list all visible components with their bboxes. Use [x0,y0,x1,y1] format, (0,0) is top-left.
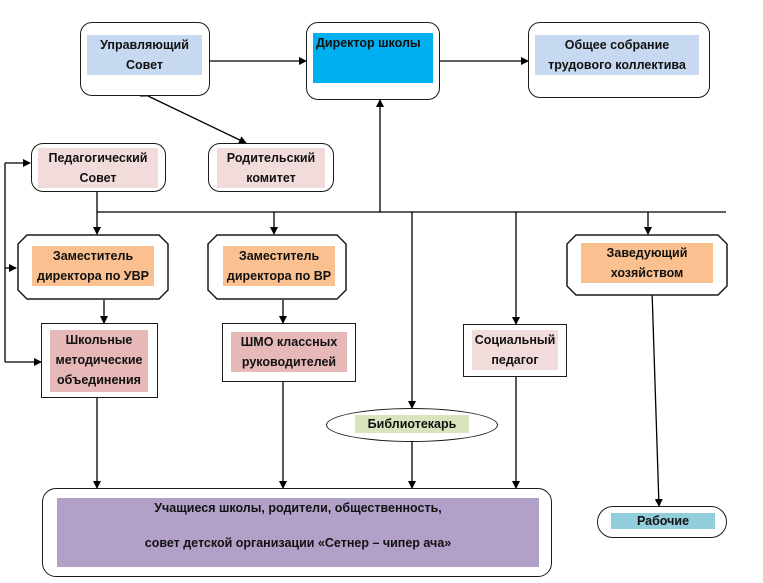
pedagogical-council-label: Педагогический Совет [38,148,158,188]
workers-node: Рабочие [597,506,727,538]
governing-council-label: Управляющий Совет [87,35,202,75]
parent-committee-node: Родительский комитет [208,143,334,192]
workers-label: Рабочие [611,513,715,529]
school-methodical-associations-node: Школьные методические объединения [41,323,158,398]
students-line-2: совет детской организации «Сетнер – чипе… [144,536,452,550]
director-label: Директор школы [313,33,433,83]
deputy-uvr-node: Заместитель директора по УВР [17,234,169,300]
household-manager-node: Заведующий хозяйством [566,234,728,296]
director-node: Директор школы [306,22,440,100]
general-meeting-node: Общее собрание трудового коллектива [528,22,710,98]
household-manager-label: Заведующий хозяйством [581,243,713,283]
librarian-label: Библиотекарь [355,415,469,433]
students-parents-community-fill [57,498,539,567]
pedagogical-council-node: Педагогический Совет [31,143,166,192]
connector-council-parents [139,89,247,144]
students-line-1: Учащиеся школы, родители, общественность… [154,501,442,515]
social-pedagogue-node: Социальный педагог [463,324,567,377]
general-meeting-label: Общее собрание трудового коллектива [535,35,699,75]
shmo-class-teachers-node: ШМО классных руководителей [222,323,356,382]
governing-council-node: Управляющий Совет [80,22,210,96]
deputy-uvr-label: Заместитель директора по УВР [32,246,154,286]
social-pedagogue-label: Социальный педагог [472,330,558,370]
parent-committee-label: Родительский комитет [217,148,325,188]
shmo-class-teachers-label: ШМО классных руководителей [231,332,347,372]
deputy-vr-label: Заместитель директора по ВР [223,246,335,286]
deputy-vr-node: Заместитель директора по ВР [207,234,347,300]
connector-household-workers [651,289,663,507]
students-parents-community-node: Учащиеся школы, родители, общественность… [42,488,552,577]
school-methodical-associations-label: Школьные методические объединения [50,330,148,392]
librarian-node: Библиотекарь [326,408,498,442]
